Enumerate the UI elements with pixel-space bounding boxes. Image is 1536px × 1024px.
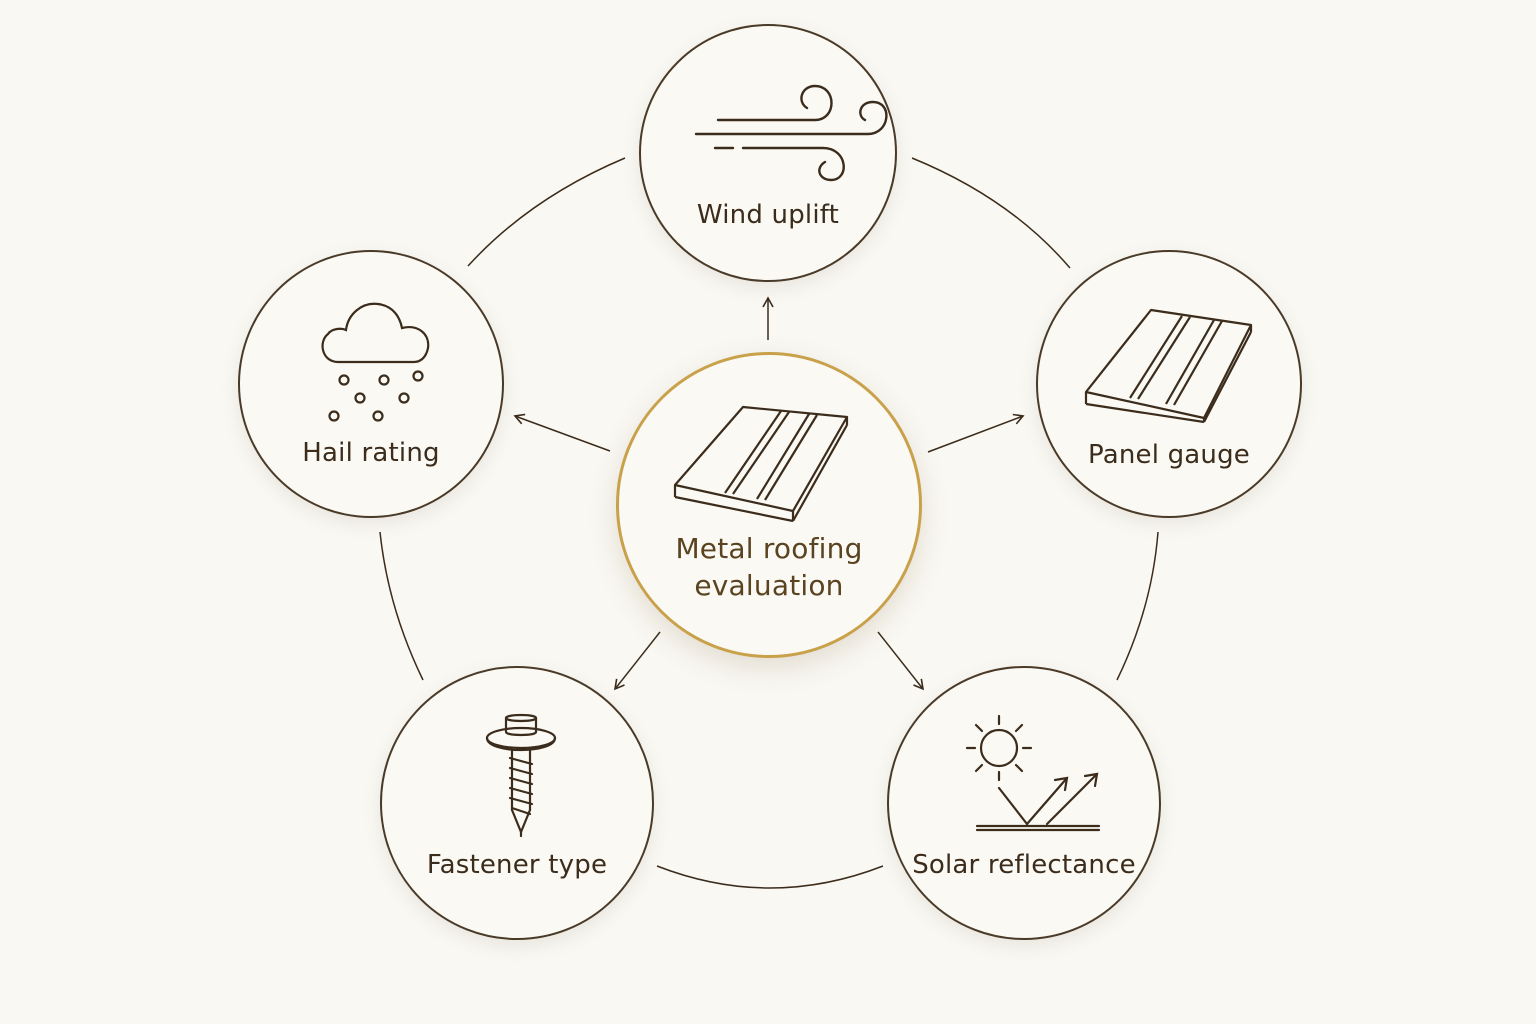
- node-label-hail-rating: Hail rating: [302, 438, 440, 468]
- ring-arc-solar-fastener: [656, 865, 884, 889]
- node-hail-rating[interactable]: Hail rating: [238, 250, 504, 518]
- node-label-wind-uplift: Wind uplift: [696, 200, 840, 230]
- arrow-to-solar-reflectance: [877, 631, 925, 691]
- metal-panel-icon: [673, 405, 849, 523]
- node-panel-gauge[interactable]: Panel gauge: [1036, 250, 1302, 518]
- ring-arc-hail-wind: [467, 157, 626, 267]
- center-title-line-1: Metal roofing: [675, 532, 863, 565]
- ring-arc-wind-panel: [911, 157, 1071, 269]
- ring-arc-fastener-hail: [379, 531, 424, 681]
- node-wind-uplift[interactable]: Wind uplift: [639, 24, 897, 282]
- ring-arc-panel-solar: [1116, 531, 1159, 681]
- node-label-panel-gauge: Panel gauge: [1087, 440, 1251, 470]
- metal-panel-icon: [1084, 308, 1253, 424]
- wind-icon: [694, 84, 888, 182]
- node-label-fastener-type: Fastener type: [426, 850, 608, 880]
- center-hub[interactable]: Metal roofing evaluation: [616, 352, 922, 658]
- screw-icon: [485, 713, 557, 838]
- center-title-line-2: evaluation: [694, 569, 844, 602]
- sun-reflection-icon: [965, 714, 1101, 832]
- arrow-to-fastener-type: [613, 631, 661, 691]
- node-label-solar-reflectance: Solar reflectance: [912, 850, 1136, 880]
- arrow-to-panel-gauge: [927, 413, 1025, 453]
- arrow-to-hail-rating: [513, 413, 611, 452]
- node-solar-reflectance[interactable]: Solar reflectance: [887, 666, 1161, 940]
- hail-cloud-icon: [321, 302, 430, 422]
- node-fastener-type[interactable]: Fastener type: [380, 666, 654, 940]
